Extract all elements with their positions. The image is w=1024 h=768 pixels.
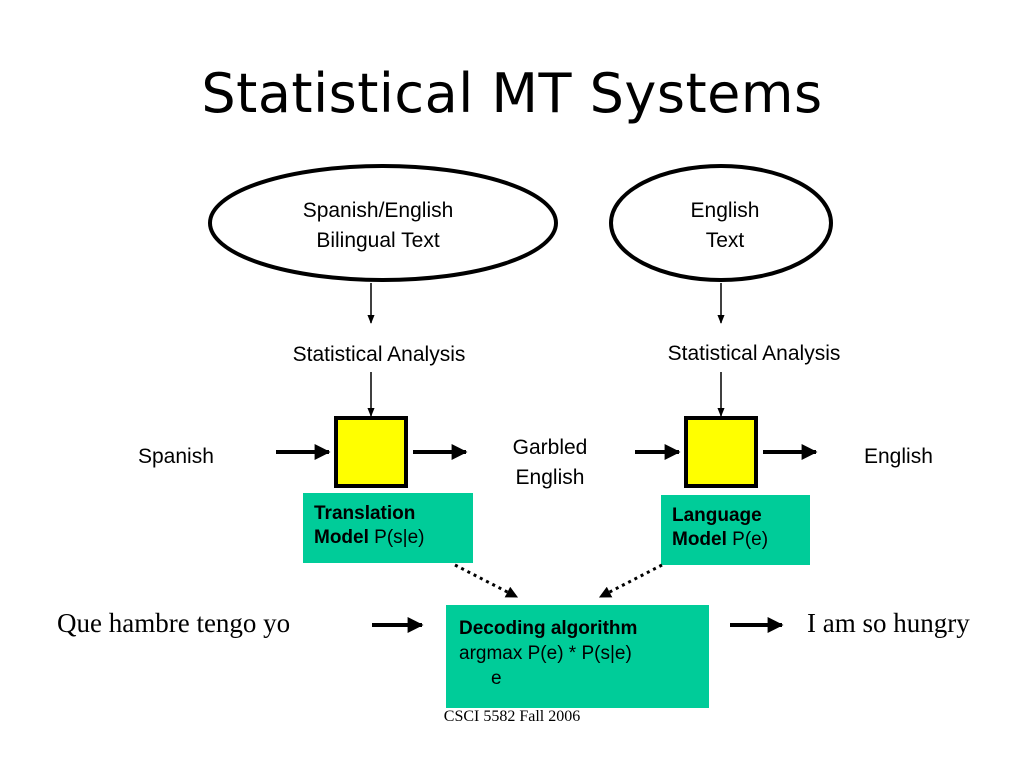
language-model-bold1: Language — [672, 505, 762, 526]
decoding-algorithm-text: Decoding algorithm argmax P(e) * P(s|e) … — [459, 616, 707, 691]
slide-title: Statistical MT Systems — [201, 62, 823, 125]
english-output-label: English — [864, 445, 933, 468]
garbled-line1: Garbled — [512, 436, 588, 459]
language-model-formula: P(e) — [732, 529, 769, 550]
translation-model-box — [303, 493, 473, 563]
translation-process-square — [334, 416, 408, 488]
language-model-bold2: Model — [672, 529, 727, 550]
decoding-algorithm-box — [446, 605, 709, 708]
dotted-arrow-language-to-decoding — [598, 563, 663, 599]
slide-footer: CSCI 5582 Fall 2006 — [443, 708, 581, 725]
bilingual-text-label: Spanish/English Bilingual Text — [240, 196, 516, 256]
bilingual-text-line1: Spanish/English — [302, 199, 454, 222]
garbled-line2: English — [515, 466, 585, 489]
example-input-sentence: Que hambre tengo yo — [57, 608, 291, 638]
english-text-line2: Text — [705, 229, 745, 252]
translation-model-formula: P(s|e) — [374, 527, 425, 548]
translation-model-bold2: Model — [314, 527, 369, 548]
garbled-english-label: Garbled English — [490, 433, 610, 493]
language-model-box — [661, 495, 810, 565]
dotted-arrow-translation-to-decoding — [454, 563, 519, 599]
statistical-analysis-right: Statistical Analysis — [667, 342, 841, 365]
translation-model-text: Translation Model P(s|e) — [314, 502, 472, 550]
language-model-text: Language Model P(e) — [672, 504, 810, 552]
translation-model-bold1: Translation — [314, 503, 416, 524]
example-output-sentence: I am so hungry — [807, 608, 970, 638]
statistical-analysis-left: Statistical Analysis — [292, 343, 466, 366]
english-text-label: English Text — [640, 196, 810, 256]
english-text-ellipse — [609, 164, 833, 282]
bilingual-text-ellipse — [208, 164, 558, 282]
bilingual-text-line2: Bilingual Text — [316, 229, 440, 252]
language-process-square — [684, 416, 758, 488]
decoding-formula: argmax P(e) * P(s|e) — [459, 643, 632, 664]
decoding-bold: Decoding algorithm — [459, 618, 638, 639]
decoding-subscript: e — [491, 668, 502, 689]
english-text-line1: English — [690, 199, 760, 222]
spanish-input-label: Spanish — [138, 445, 214, 468]
